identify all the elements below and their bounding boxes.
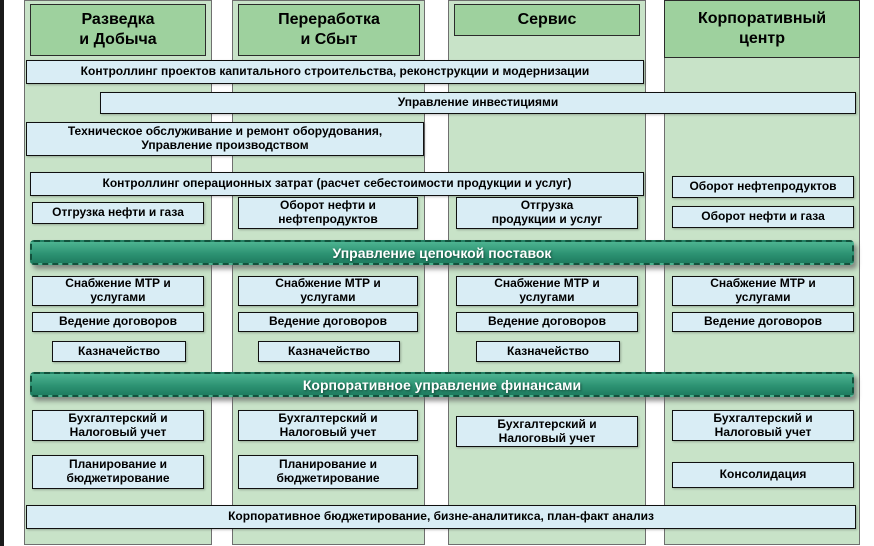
column-band-refining [232,0,425,545]
column-band-corporate [664,0,860,545]
box-mtr-supply-corporate: Снабжение МТР и услугами [672,276,854,306]
box-planning-budgeting-refining: Планирование и бюджетирование [238,455,418,489]
box-opex-controlling: Контроллинг операционных затрат (расчет … [30,172,644,196]
column-header-corporate: Корпоративный центр [664,0,860,58]
box-accounting-exploration: Бухгалтерский и Налоговый учет [32,410,204,441]
box-mtr-supply-exploration: Снабжение МТР и услугами [32,276,204,306]
box-planning-budgeting-exploration: Планирование и бюджетирование [32,455,204,489]
box-accounting-corporate: Бухгалтерский и Налоговый учет [672,410,854,441]
box-treasury-refining: Казначейство [258,341,400,362]
box-contracts-service: Ведение договоров [456,312,638,332]
column-band-service [448,0,646,545]
slide-left-border [0,0,4,546]
banner-corporate-finance-management: Корпоративное управление финансами [30,372,854,397]
box-investment-management: Управление инвестициями [100,92,856,114]
banner-supply-chain-management: Управление цепочкой поставок [30,240,854,265]
box-capital-projects-controlling: Контроллинг проектов капитального строит… [26,60,644,84]
box-treasury-exploration: Казначейство [52,341,186,362]
box-turnover-petroleum-products: Оборот нефтепродуктов [672,176,854,198]
column-band-exploration [24,0,212,545]
box-contracts-corporate: Ведение договоров [672,312,854,332]
box-turnover-oil-gas-corporate: Оборот нефти и газа [672,206,854,228]
column-header-refining: Переработка и Сбыт [238,4,420,56]
box-mtr-supply-service: Снабжение МТР и услугами [456,276,638,306]
box-contracts-refining: Ведение договоров [238,312,418,332]
column-header-exploration: Разведка и Добыча [30,4,206,56]
box-consolidation-corporate: Консолидация [672,462,854,488]
column-header-service: Сервис [454,4,640,36]
box-turnover-oil-products: Оборот нефти и нефтепродуктов [238,197,418,229]
box-shipment-oil-gas: Отгрузка нефти и газа [32,202,204,224]
box-treasury-service: Казначейство [476,341,620,362]
box-accounting-service: Бухгалтерский и Налоговый учет [456,416,638,447]
box-mtr-supply-refining: Снабжение МТР и услугами [238,276,418,306]
box-shipment-products-services: Отгрузка продукции и услуг [456,197,638,229]
box-maintenance-production: Техническое обслуживание и ремонт оборуд… [26,122,424,156]
box-corporate-budgeting-analytics: Корпоративное бюджетирование, бизне-анал… [26,505,856,529]
box-contracts-exploration: Ведение договоров [32,312,204,332]
box-accounting-refining: Бухгалтерский и Налоговый учет [238,410,418,441]
